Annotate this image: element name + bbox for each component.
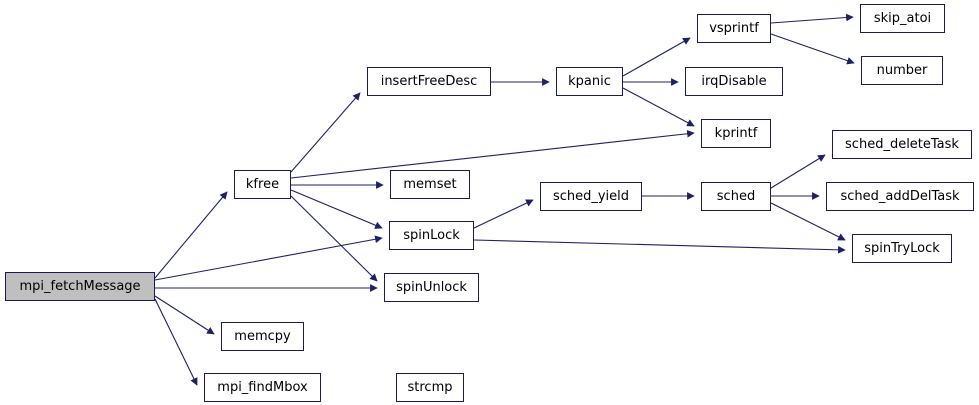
node-label: strcmp [407,380,453,395]
edge-vsprintf-to-skip_atoi [770,13,854,24]
node-vsprintf[interactable]: vsprintf [697,14,771,43]
edge-vsprintf-to-number [770,33,855,65]
edge-kfree-to-spinLock [290,189,383,229]
node-spinLock[interactable]: spinLock [389,221,474,250]
node-sched_yield[interactable]: sched_yield [540,182,642,211]
node-label: spinLock [403,228,460,243]
node-sched[interactable]: sched [701,182,771,211]
node-label: mpi_findMbox [217,380,308,395]
node-mpi_fetchMessage[interactable]: mpi_fetchMessage [5,272,155,301]
node-label: memcpy [234,329,291,344]
edge-sched-to-spinTryLock [770,202,846,241]
node-spinUnlock[interactable]: spinUnlock [384,273,479,302]
node-label: memset [403,177,457,192]
edge-mpi_fetchMessage-to-spinLock [154,235,383,281]
node-label: skip_atoi [873,11,932,26]
node-sched_deleteTask[interactable]: sched_deleteTask [832,130,972,159]
node-label: irqDisable [701,74,767,89]
node-mpi_findMbox[interactable]: mpi_findMbox [204,373,321,402]
node-label: sched [716,189,756,204]
edge-mpi_fetchMessage-to-memcpy [154,295,215,335]
node-insertFreeDesc[interactable]: insertFreeDesc [367,67,491,96]
node-label: kfree [245,177,280,192]
edge-kfree-to-insertFreeDesc [290,92,361,173]
node-skip_atoi[interactable]: skip_atoi [860,4,945,33]
edge-mpi_fetchMessage-to-mpi_findMbox [154,298,198,386]
node-label: kpanic [568,74,611,89]
edge-mpi_fetchMessage-to-kfree [154,191,228,279]
node-label: mpi_fetchMessage [19,279,141,294]
node-label: spinTryLock [864,241,940,256]
node-kfree[interactable]: kfree [234,170,291,199]
edge-spinLock-to-spinTryLock [473,239,846,254]
node-label: kprintf [714,126,758,141]
node-sched_addDelTask[interactable]: sched_addDelTask [826,182,974,211]
edge-kpanic-to-vsprintf [622,37,691,77]
edge-kfree-to-kprintf [290,129,695,179]
node-memset[interactable]: memset [390,170,470,199]
node-number[interactable]: number [861,56,943,85]
node-irqDisable[interactable]: irqDisable [685,67,783,96]
edge-group [154,13,855,386]
node-kprintf[interactable]: kprintf [701,119,771,148]
node-strcmp[interactable]: strcmp [396,373,464,402]
edge-sched-to-sched_deleteTask [770,154,826,189]
node-label: spinUnlock [396,280,467,295]
node-memcpy[interactable]: memcpy [221,322,304,351]
node-spinTryLock[interactable]: spinTryLock [852,234,952,263]
node-label: insertFreeDesc [380,74,478,89]
edge-spinLock-to-sched_yield [473,199,534,229]
node-label: sched_deleteTask [845,137,959,152]
node-label: number [876,63,928,78]
node-label: sched_yield [552,189,630,204]
edge-kpanic-to-kprintf [622,87,695,127]
node-label: vsprintf [709,21,759,36]
node-kpanic[interactable]: kpanic [556,67,623,96]
node-label: sched_addDelTask [840,189,960,204]
edge-kfree-to-spinUnlock [290,195,378,282]
